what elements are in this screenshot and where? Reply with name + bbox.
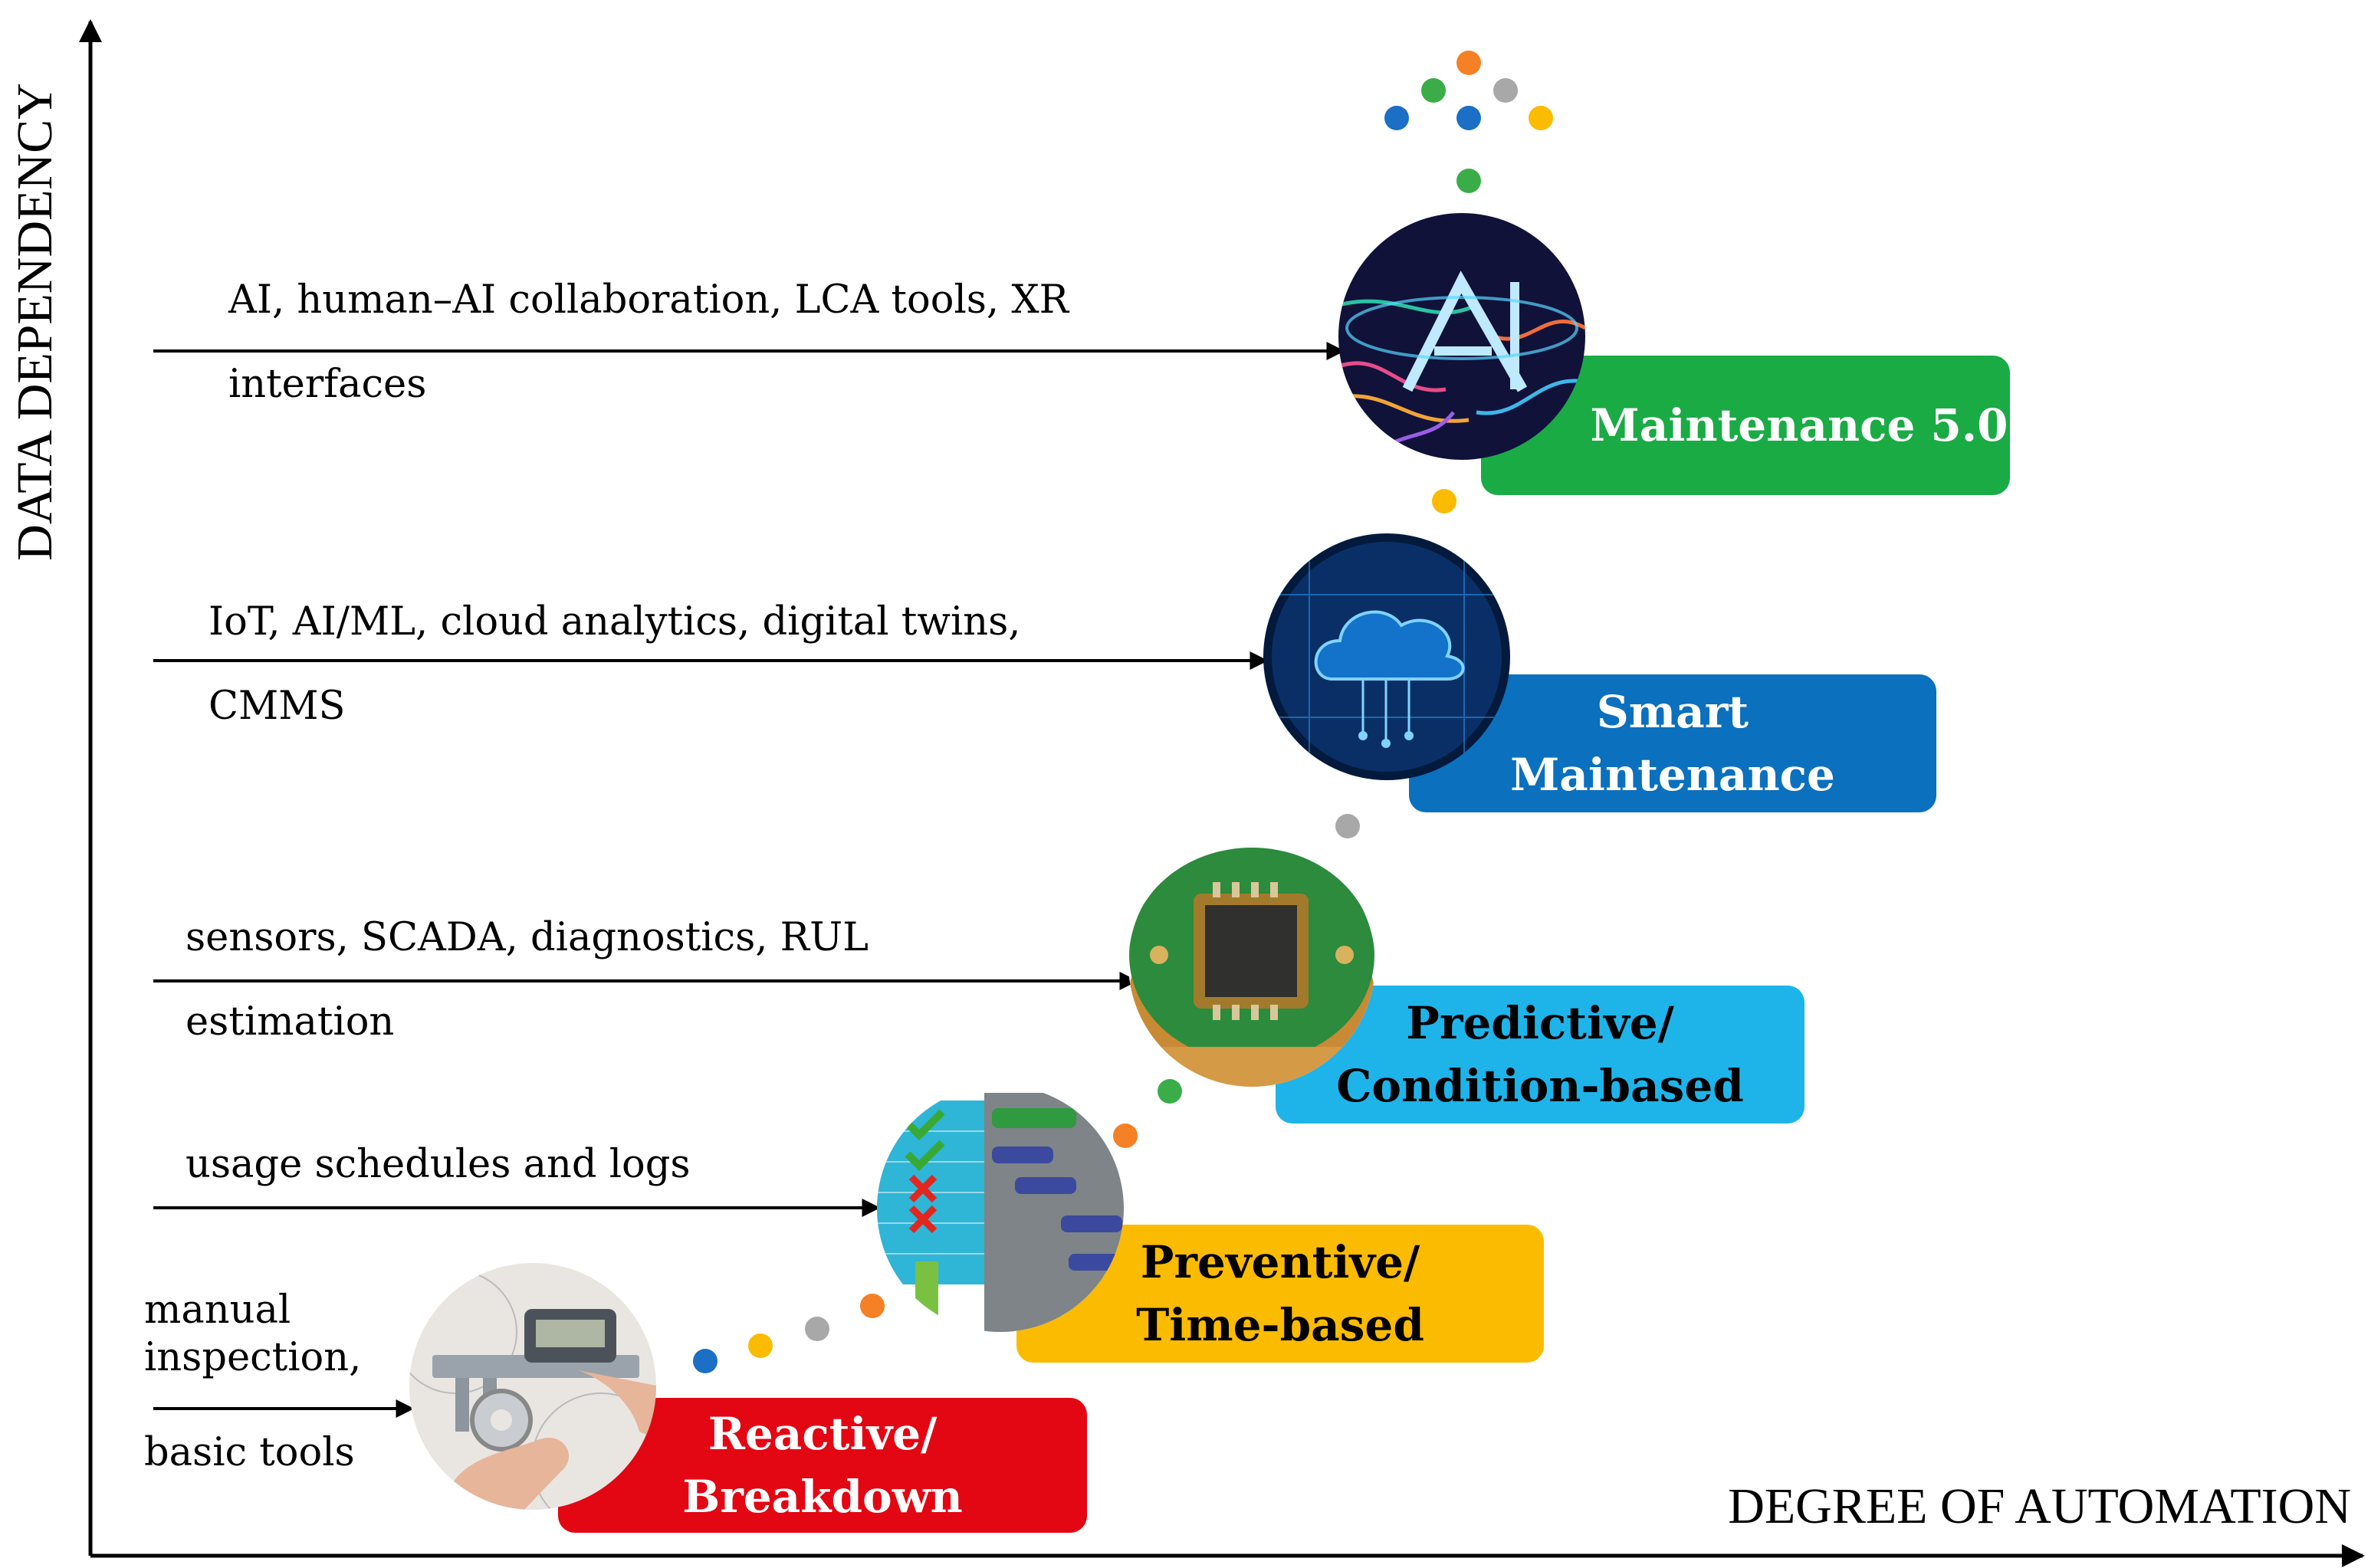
stage-box-smart: Smart Maintenance: [1409, 674, 1936, 812]
dot-green-1: [1158, 1079, 1182, 1104]
dot-blue-3: [1456, 106, 1481, 130]
dot-yellow-2: [1432, 489, 1456, 513]
stage-label-maintenance-5: Maintenance 5.0: [1590, 399, 2008, 451]
tech-text-reactive-line3: basic tools: [144, 1430, 355, 1475]
tech-text-maintenance-5-line1: AI, human–AI collaboration, LCA tools, X…: [228, 277, 1069, 323]
tech-text-smart-line1: IoT, AI/ML, cloud analytics, digital twi…: [209, 599, 1021, 645]
x-axis-label: DEGREE OF AUTOMATION: [1728, 1478, 2351, 1534]
calipers-measurement-icon: [409, 1263, 656, 1510]
stage-label-reactive-line1: Reactive/: [708, 1407, 938, 1460]
stage-label-reactive-line2: Breakdown: [682, 1471, 963, 1523]
dot-orange-2: [1113, 1124, 1138, 1148]
dot-yellow-3: [1529, 106, 1553, 130]
stage-label-smart-line2: Maintenance: [1510, 749, 1835, 801]
tech-text-maintenance-5-line2: interfaces: [228, 362, 427, 407]
sensor-chip-icon: [1128, 840, 1375, 1087]
tech-text-predictive-line1: sensors, SCADA, diagnostics, RUL: [186, 915, 869, 960]
dot-blue-1: [693, 1349, 718, 1373]
stage-box-maintenance-5: Maintenance 5.0: [1481, 356, 2010, 495]
dot-green-3: [1421, 78, 1446, 103]
dot-orange-1: [860, 1294, 885, 1318]
dot-orange-3: [1456, 51, 1481, 75]
dot-green-2: [1456, 169, 1481, 193]
dot-yellow-1: [748, 1333, 773, 1358]
schedule-gantt-icon: [877, 1085, 1124, 1332]
dot-gray-2: [1335, 814, 1360, 838]
dot-blue-2: [1384, 106, 1409, 130]
stage-label-predictive-line2: Condition-based: [1336, 1060, 1744, 1112]
stage-label-predictive-line1: Predictive/: [1406, 996, 1674, 1049]
stage-label-smart-line1: Smart: [1596, 685, 1749, 738]
dot-gray-1: [805, 1317, 829, 1341]
dot-gray-3: [1493, 78, 1518, 103]
tech-text-smart-line2: CMMS: [209, 684, 346, 729]
tech-text-predictive-line2: estimation: [186, 999, 395, 1045]
stage-label-preventive-line2: Time-based: [1136, 1299, 1424, 1351]
tech-text-reactive-line1: manual: [144, 1288, 291, 1333]
tech-text-preventive-line1: usage schedules and logs: [186, 1142, 691, 1187]
ai-circuit-icon: [1338, 213, 1585, 460]
stage-label-preventive-line1: Preventive/: [1140, 1235, 1420, 1288]
cloud-network-icon: [1263, 533, 1510, 780]
tech-text-reactive-line2: inspection,: [144, 1335, 362, 1380]
